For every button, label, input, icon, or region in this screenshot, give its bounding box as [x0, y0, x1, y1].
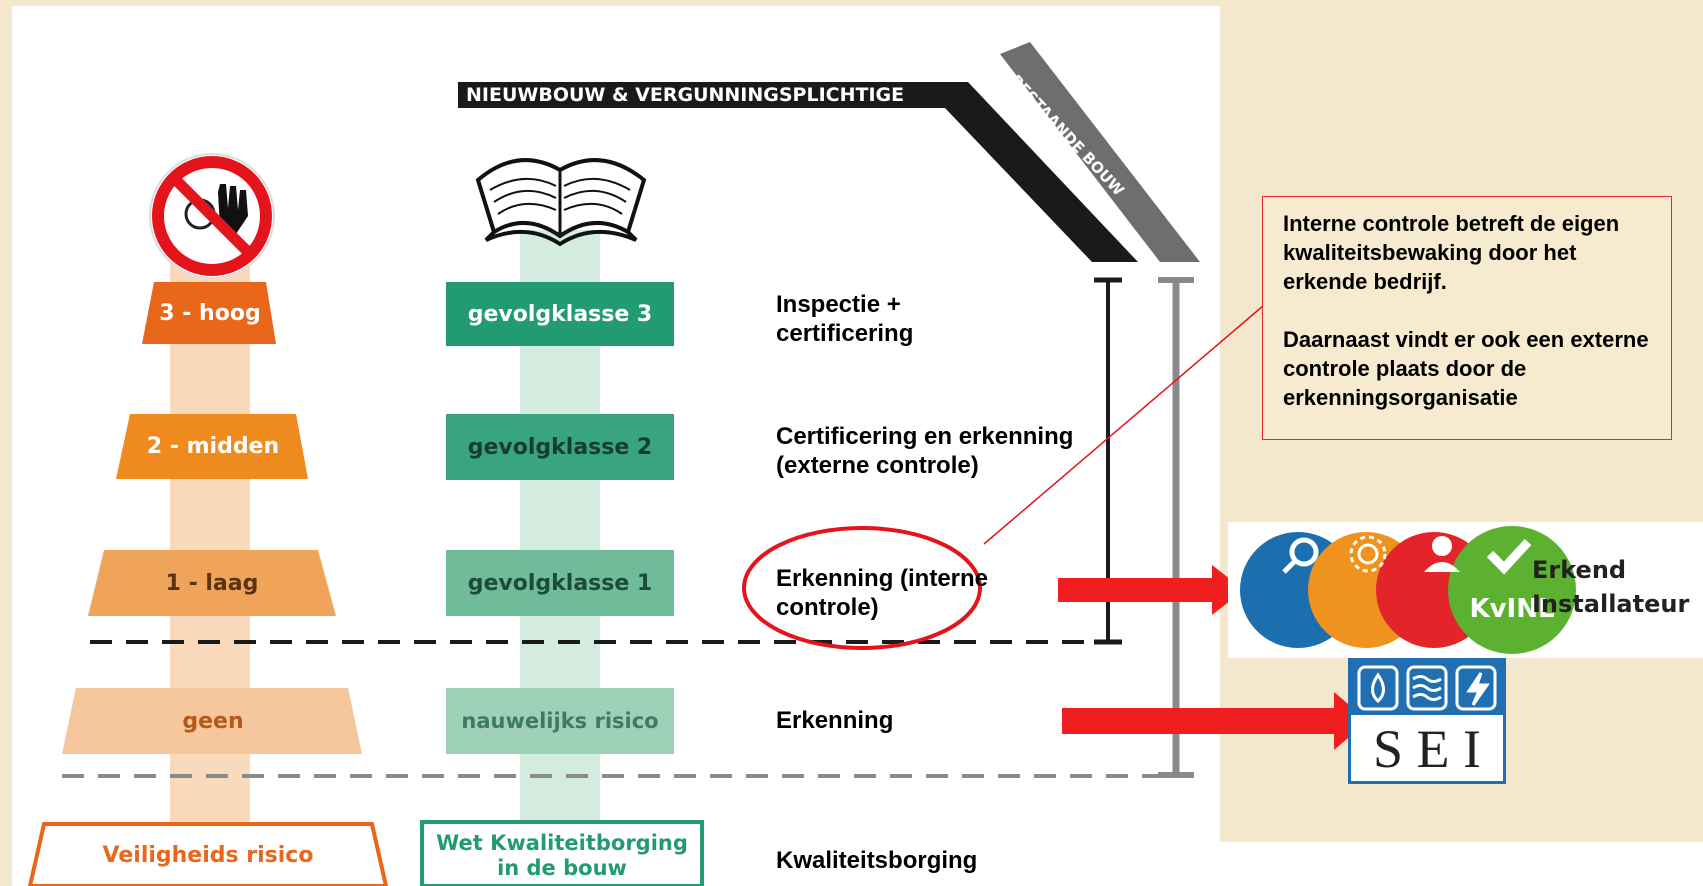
- class-footer: Wet Kwaliteitborging in de bouw: [436, 831, 688, 880]
- checkmark-icon: [1486, 538, 1532, 575]
- water-icon: [1406, 665, 1448, 711]
- risk-level-0: geen: [182, 708, 244, 734]
- desc-inspectie: Inspectie + certificering: [776, 291, 914, 347]
- nieuwbouw-roof: [458, 82, 1138, 262]
- note-pointer: [983, 299, 1271, 545]
- erkend-line-2: Installateur: [1532, 590, 1690, 618]
- desc-erkenning-intern: Erkenning (interne controle): [776, 565, 989, 621]
- erkend-line-1: Erkend: [1532, 556, 1627, 584]
- risk-shape-0: [62, 688, 362, 754]
- gear-icon: [1349, 535, 1387, 573]
- person-icon: [1424, 536, 1460, 572]
- note-paragraph-2: Daarnaast vindt er ook een externe contr…: [1283, 327, 1649, 410]
- sei-badge: S E I: [1348, 658, 1506, 784]
- risk-shape-1: [88, 550, 336, 616]
- bottom-panel: [1140, 842, 1703, 886]
- risk-shape-2: [116, 414, 308, 479]
- open-book-icon: [475, 158, 647, 247]
- no-entry-hand-icon: [149, 153, 275, 279]
- risk-level-2: 2 - midden: [146, 434, 280, 459]
- risk-level-3: 3 - hoog: [159, 300, 261, 326]
- desc-certificering: Certificering en erkenning (externe cont…: [776, 423, 1074, 479]
- kvinl-text: KvINL: [1469, 594, 1555, 624]
- class-0: nauwelijks risico: [446, 688, 674, 754]
- sei-icons: [1351, 661, 1503, 715]
- risk-level-1: 1 - laag: [165, 570, 259, 596]
- class-footer-shape: [420, 820, 704, 886]
- kvinl-logo: [1240, 526, 1576, 654]
- desc-erkenning: Erkenning: [776, 707, 894, 734]
- class-1: gevolgklasse 1: [446, 550, 674, 616]
- lightning-icon: [1455, 665, 1497, 711]
- risk-footer: Veiligheids risico: [102, 842, 314, 868]
- risk-shape-3: [142, 282, 276, 344]
- bestaande-roof: [1000, 42, 1200, 262]
- highlight-oval: [742, 526, 982, 650]
- note-paragraph-1: Interne controle betreft de eigen kwalit…: [1283, 211, 1620, 294]
- class-3: gevolgklasse 3: [446, 282, 674, 346]
- search-icon: [1282, 537, 1319, 574]
- desc-kwaliteitsborging: Kwaliteitsborging: [776, 847, 978, 874]
- nieuwbouw-label: NIEUWBOUW & VERGUNNINGSPLICHTIGE: [466, 84, 905, 106]
- note-box: Interne controle betreft de eigen kwalit…: [1262, 196, 1672, 440]
- flame-icon: [1357, 665, 1399, 711]
- risk-footer-shape: [27, 822, 389, 886]
- class-2: gevolgklasse 2: [446, 414, 674, 480]
- sei-text: S E I: [1373, 719, 1481, 779]
- kvinl-badge: KvINL Erkend Installateur: [1228, 522, 1703, 658]
